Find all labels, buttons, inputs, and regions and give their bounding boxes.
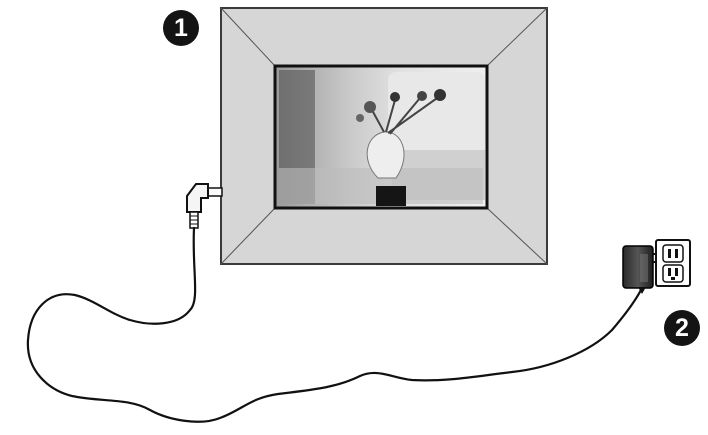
step-1-badge: 1 — [163, 10, 199, 46]
photo-frame-icon — [221, 8, 547, 264]
step-2-badge: 2 — [664, 310, 700, 346]
dc-plug-icon — [187, 184, 222, 228]
photo-screen — [275, 66, 487, 208]
wall-outlet-icon — [656, 240, 690, 286]
